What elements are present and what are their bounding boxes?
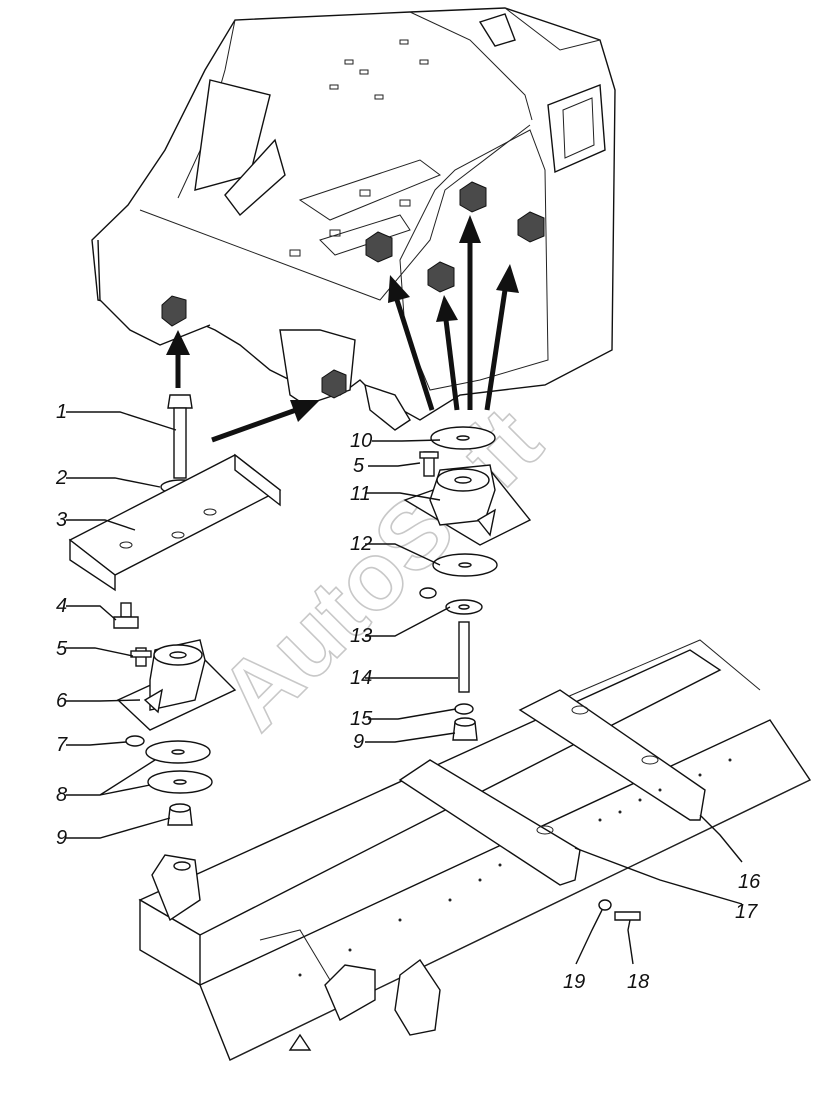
callout-11: 11 bbox=[350, 483, 371, 505]
washer-13 bbox=[445, 599, 483, 615]
nut-small bbox=[419, 587, 437, 599]
rubber-mount-11 bbox=[403, 464, 532, 546]
cross-member-17 bbox=[398, 759, 581, 886]
callout-3: 3 bbox=[56, 509, 67, 531]
cab-mount-rear-1 bbox=[365, 231, 393, 263]
callout-9-left: 9 bbox=[56, 827, 67, 849]
nut-19 bbox=[598, 899, 612, 911]
callout-2: 2 bbox=[55, 467, 67, 489]
cab-mount-front-right bbox=[321, 369, 347, 399]
rubber-mount-6 bbox=[116, 639, 237, 731]
callout-1: 1 bbox=[56, 401, 67, 423]
spacer-14 bbox=[458, 621, 470, 693]
watermark: AutoSoft bbox=[199, 388, 561, 750]
cab-mount-rear-2 bbox=[459, 181, 487, 213]
callout-10: 10 bbox=[350, 430, 372, 452]
cab-mount-rear-4 bbox=[427, 261, 455, 293]
callout-6: 6 bbox=[56, 690, 68, 712]
cab-mount-rear-3 bbox=[517, 211, 545, 243]
callout-8: 8 bbox=[56, 784, 67, 806]
channel-3 bbox=[68, 453, 282, 592]
washers-8 bbox=[145, 740, 213, 794]
bolt-4 bbox=[113, 602, 139, 629]
callout-16: 16 bbox=[738, 871, 761, 893]
callout-13: 13 bbox=[350, 625, 372, 647]
callout-4: 4 bbox=[56, 595, 67, 617]
callout-14: 14 bbox=[350, 667, 372, 689]
truck-cab bbox=[91, 7, 616, 431]
washer-12 bbox=[432, 553, 498, 577]
callout-12: 12 bbox=[350, 533, 372, 555]
callout-18: 18 bbox=[627, 971, 649, 993]
callout-7: 7 bbox=[56, 734, 68, 756]
bolt-5-right bbox=[419, 451, 439, 477]
callout-17: 17 bbox=[735, 901, 758, 923]
nut-7 bbox=[125, 735, 145, 747]
cross-member-16 bbox=[518, 689, 706, 821]
bolt-5-left bbox=[130, 647, 152, 667]
washer-15 bbox=[454, 703, 474, 715]
callout-5-left: 5 bbox=[56, 638, 68, 660]
assembly-arrows bbox=[166, 215, 519, 443]
washer-10 bbox=[430, 426, 496, 450]
cab-mount-front-left bbox=[161, 295, 187, 327]
callouts: 1 2 3 4 5 6 7 8 9 10 5 11 12 13 14 15 9 … bbox=[55, 401, 761, 993]
callout-9-right: 9 bbox=[353, 731, 364, 753]
nut-9-right bbox=[452, 717, 478, 741]
leader-lines bbox=[66, 411, 743, 965]
callout-5-right: 5 bbox=[353, 455, 365, 477]
chassis-frame bbox=[138, 639, 812, 1061]
nut-9-left bbox=[167, 803, 193, 826]
bolt-1 bbox=[167, 394, 193, 479]
callout-15: 15 bbox=[350, 708, 373, 730]
callout-19: 19 bbox=[563, 971, 585, 993]
bolt-18 bbox=[614, 911, 641, 921]
